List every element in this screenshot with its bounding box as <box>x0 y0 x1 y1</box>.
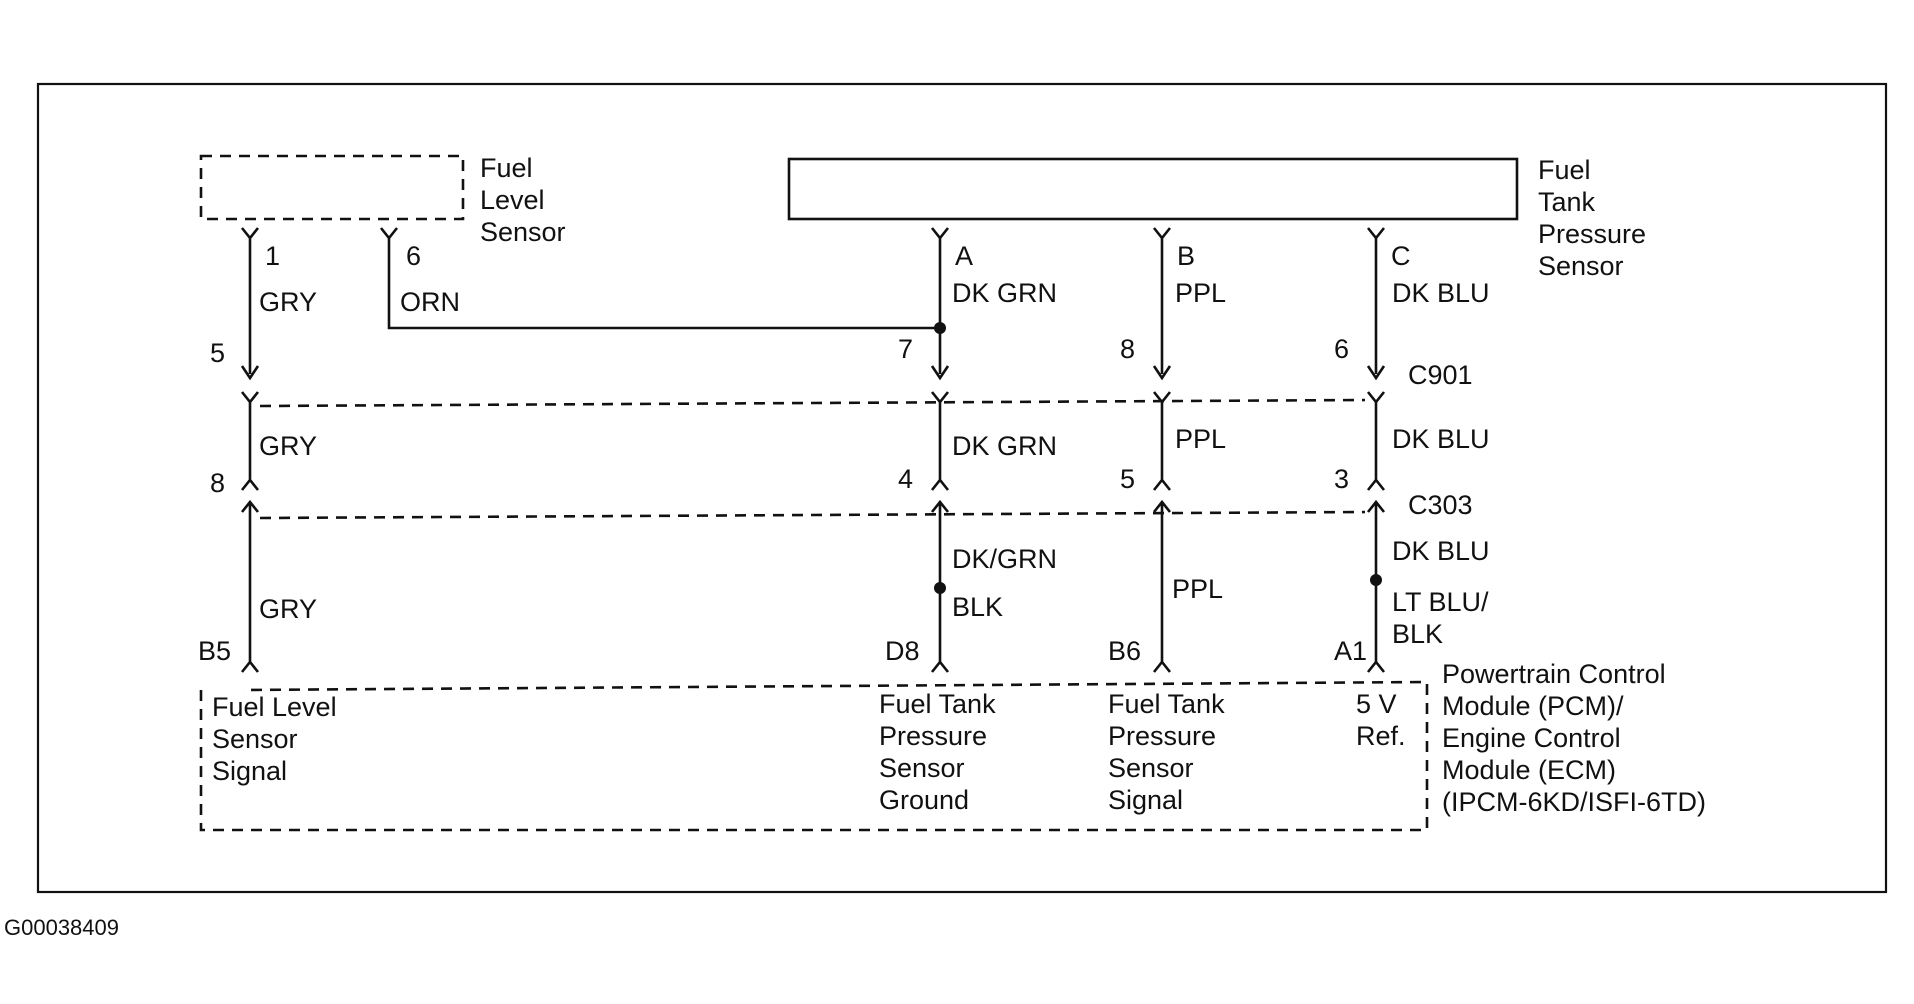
ftp-sensor-label-3: Pressure <box>1538 219 1646 249</box>
dkgrn-wire-top <box>930 227 950 381</box>
ppl-wire-mid-label: PPL <box>1175 424 1226 454</box>
gry-wire-mid-label: GRY <box>259 431 317 461</box>
pcm-module: Powertrain Control Module (PCM)/ Engine … <box>199 659 1706 832</box>
ppl-c901-pin: 8 <box>1120 334 1135 364</box>
dkgrn-color-change-dot <box>934 582 946 594</box>
dkblu-pcm-label-1: 5 V <box>1356 689 1397 719</box>
fuel-level-sensor-label-2: Level <box>480 185 545 215</box>
ppl-c303-pin: 5 <box>1120 464 1135 494</box>
ppl-pcm-pin: B6 <box>1108 636 1141 666</box>
diagram-frame <box>36 82 1888 894</box>
figure-caption: G00038409 <box>4 915 119 940</box>
dkgrn-splice-dot <box>934 322 946 334</box>
circuit-ppl: B PPL 8 PPL 5 PPL B6 Fuel Tank Pressure … <box>1108 227 1226 815</box>
gry-c901-pin: 5 <box>210 338 225 368</box>
dkgrn-wire-bottom-label-1: DK/GRN <box>952 544 1057 574</box>
ppl-sensor-pin: B <box>1177 241 1195 271</box>
dkblu-wire-mid-label: DK BLU <box>1392 424 1490 454</box>
dkblu-wire-bottom <box>1366 499 1386 673</box>
dkgrn-pcm-label-4: Ground <box>879 785 969 815</box>
ppl-wire-bottom-label: PPL <box>1172 574 1223 604</box>
dkgrn-c901-pin: 7 <box>898 334 913 364</box>
ftp-sensor-label-1: Fuel <box>1538 155 1591 185</box>
pcm-label-4: Module (ECM) <box>1442 755 1616 785</box>
dkblu-color-change-dot <box>1370 574 1382 586</box>
gry-wire-bottom-label: GRY <box>259 594 317 624</box>
circuit-orn: 6 ORN <box>379 227 940 330</box>
dkblu-wire-top <box>1366 227 1386 381</box>
ppl-pcm-label-3: Sensor <box>1108 753 1194 783</box>
fuel-tank-pressure-sensor-outline <box>787 157 1519 221</box>
gry-wire-top-label: GRY <box>259 287 317 317</box>
gry-wire-bottom <box>240 499 260 673</box>
orn-wire-label: ORN <box>400 287 460 317</box>
pcm-label-5: (IPCM-6KD/ISFI-6TD) <box>1442 787 1706 817</box>
dkgrn-wire-mid <box>930 391 950 491</box>
ftp-sensor-label-4: Sensor <box>1538 251 1624 281</box>
dkblu-wire-bottom-label-2: LT BLU/ <box>1392 587 1489 617</box>
circuit-dkgrn: A DK GRN 7 DK GRN 4 DK/GRN BLK D8 Fuel T… <box>879 227 1057 815</box>
dkblu-wire-mid <box>1366 391 1386 491</box>
pcm-outline <box>199 680 1429 832</box>
gry-pcm-label-3: Signal <box>212 756 287 786</box>
orn-sensor-pin: 6 <box>406 241 421 271</box>
fuel-level-sensor-label-3: Sensor <box>480 217 566 247</box>
dkblu-wire-bottom-label-1: DK BLU <box>1392 536 1490 566</box>
ppl-pcm-label-4: Signal <box>1108 785 1183 815</box>
dkblu-c303-pin: 3 <box>1334 464 1349 494</box>
dkblu-sensor-pin: C <box>1391 241 1411 271</box>
dkgrn-sensor-pin: A <box>955 241 973 271</box>
circuit-dkblu: C DK BLU 6 DK BLU 3 DK BLU LT BLU/ BLK A… <box>1334 227 1490 751</box>
ppl-wire-bottom <box>1152 499 1172 673</box>
c901-label: C901 <box>1408 360 1473 390</box>
ppl-wire-top <box>1152 227 1172 381</box>
dkgrn-pcm-label-3: Sensor <box>879 753 965 783</box>
pcm-label-1: Powertrain Control <box>1442 659 1666 689</box>
dkgrn-pcm-pin: D8 <box>885 636 920 666</box>
gry-wire-mid <box>240 391 260 491</box>
dkblu-wire-bottom-label-3: BLK <box>1392 619 1443 649</box>
fuel-level-sensor-label-1: Fuel <box>480 153 533 183</box>
circuit-gry: 1 GRY 5 GRY 8 GRY B5 Fuel Level Sensor S… <box>198 227 337 786</box>
dkgrn-wire-mid-label: DK GRN <box>952 431 1057 461</box>
gry-pcm-pin: B5 <box>198 636 231 666</box>
ppl-wire-top-label: PPL <box>1175 278 1226 308</box>
dkgrn-pcm-label-1: Fuel Tank <box>879 689 996 719</box>
dkblu-pcm-label-2: Ref. <box>1356 721 1406 751</box>
dkgrn-c303-pin: 4 <box>898 464 913 494</box>
dkblu-wire-top-label: DK BLU <box>1392 278 1490 308</box>
pcm-label-3: Engine Control <box>1442 723 1621 753</box>
ppl-pcm-label-1: Fuel Tank <box>1108 689 1225 719</box>
fuel-level-sensor-outline <box>199 154 465 221</box>
c303-connector-line <box>259 510 1366 520</box>
gry-pcm-label-2: Sensor <box>212 724 298 754</box>
dkgrn-wire-top-label: DK GRN <box>952 278 1057 308</box>
gry-pcm-label-1: Fuel Level <box>212 692 337 722</box>
pcm-label-2: Module (PCM)/ <box>1442 691 1624 721</box>
dkgrn-pcm-label-2: Pressure <box>879 721 987 751</box>
orn-wire <box>379 227 940 330</box>
ppl-pcm-label-2: Pressure <box>1108 721 1216 751</box>
dkblu-pcm-pin: A1 <box>1334 636 1367 666</box>
gry-wire-top <box>240 227 260 381</box>
ppl-wire-mid <box>1152 391 1172 491</box>
c303-label: C303 <box>1408 490 1473 520</box>
gry-sensor-pin: 1 <box>265 241 280 271</box>
ftp-sensor-label-2: Tank <box>1538 187 1596 217</box>
fuel-level-sensor: Fuel Level Sensor <box>199 153 566 247</box>
gry-c303-pin: 8 <box>210 468 225 498</box>
c901-connector-line <box>259 398 1366 408</box>
fuel-tank-pressure-sensor: Fuel Tank Pressure Sensor <box>787 155 1646 281</box>
dkblu-c901-pin: 6 <box>1334 334 1349 364</box>
dkgrn-wire-bottom-label-2: BLK <box>952 592 1003 622</box>
